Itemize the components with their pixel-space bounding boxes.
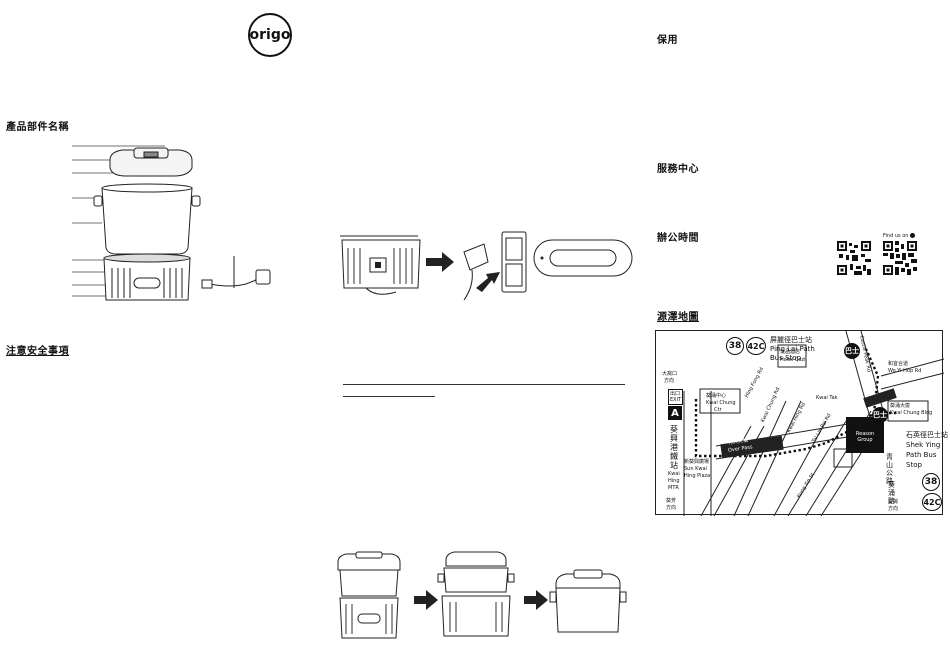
route-42c-text-2: 42C — [923, 497, 941, 507]
hotel-cozi-en: Hotel Cozi — [780, 357, 806, 363]
tsuen-wan-dir: 方向 — [888, 506, 899, 512]
exit-zh: 出口 — [670, 391, 681, 397]
sun-kwai-en1: Sun Kwai — [684, 466, 707, 472]
plug-in-diagram — [340, 231, 633, 301]
location-map[interactable]: 38 42C 屏麗徑巴士站 Ping Lai Path Bus Stop 巴士 … — [655, 330, 948, 517]
ping-lai-en2: Bus Stop — [770, 354, 802, 362]
find-us-label: Find us on — [883, 233, 916, 239]
sun-kwai-en2: Hing Plaza — [684, 473, 711, 479]
parts-heading: 產品部件名稱 — [6, 122, 69, 133]
route-42c-badge: 42C — [746, 337, 766, 355]
shek-ying-zh: 石英徑巴士站 — [906, 431, 948, 439]
reason-group-label: Reason Group — [855, 431, 875, 443]
hours-heading: 辦公時間 — [657, 233, 699, 244]
find-us-text: Find us on — [883, 233, 909, 239]
wo-yi-hop-en: Wo Yi Hop Rd — [888, 368, 922, 374]
exit-a-badge: A — [668, 406, 682, 420]
qr-pattern-icon — [883, 241, 917, 275]
exit-box: 出口 EXIT — [668, 389, 684, 405]
kcc-en1: Kwai Chung — [706, 400, 736, 406]
kwai-chung-bldg: 葵涌大廈 — [890, 403, 911, 409]
route-38-text: 38 — [728, 341, 742, 351]
warranty-heading: 保用 — [657, 35, 678, 46]
kcc-zh: 葵涌中心 — [706, 393, 727, 399]
tai-wo-hau-label: 大窩口 — [662, 371, 678, 377]
kwai-fong-label: 葵芳 — [666, 498, 677, 504]
kwai-hing-zh: 葵興港鐵站 — [670, 425, 678, 470]
route-38-badge: 38 — [726, 337, 744, 355]
bus-stop-ping-lai-icon: 巴士 — [844, 343, 860, 359]
logo-text: origo — [249, 27, 291, 43]
kwai-chung-bldg-en: Kwai Chung Bldg — [890, 410, 933, 416]
ping-lai-zh: 屏麗徑巴士站 — [770, 336, 812, 344]
route-42c-text: 42C — [747, 341, 765, 351]
divider-short — [343, 396, 435, 397]
castle-peak-zh: 青山公路 — [886, 453, 893, 485]
safety-heading: 注意安全事項 — [6, 346, 69, 357]
bus-stop-shek-ying-icon: 巴士 — [872, 407, 888, 423]
shek-ying-en1: Shek Ying — [906, 441, 941, 449]
kwai-chung-rd-zh: 葵涌路 — [888, 481, 895, 505]
shek-ying-en3: Stop — [906, 461, 922, 469]
hotel-cozi-zh: 悅品酒店 — [780, 349, 801, 355]
route-38-badge-2: 38 — [922, 473, 940, 491]
kcc-en2: Ctr — [714, 407, 722, 413]
qr-pattern-icon — [837, 241, 871, 275]
wo-yi-hop-zh: 和宜合道 — [888, 361, 909, 367]
service-heading: 服務中心 — [657, 164, 699, 175]
kwai-hing-en2: Hing — [668, 478, 680, 484]
route-42c-badge-2: 42C — [922, 493, 942, 511]
origo-logo: origo — [248, 13, 292, 57]
map-heading: 源澤地圖 — [657, 312, 699, 323]
route-38-text-2: 38 — [924, 477, 938, 487]
ping-lai-en1: Ping Lai Path — [770, 345, 815, 353]
sun-kwai-zh: 新葵興廣場 — [684, 459, 710, 465]
tai-wo-hau-dir: 方向 — [664, 378, 675, 384]
tsuen-wan-label: 荃灣 — [888, 499, 899, 505]
kwai-hing-en1: Kwai — [668, 471, 680, 477]
kwai-fong-dir: 方向 — [666, 505, 677, 511]
assembly-diagram — [337, 551, 627, 639]
facebook-icon — [910, 233, 916, 238]
qr-code-website-icon[interactable] — [837, 241, 871, 275]
kwai-hing-en3: MTR — [668, 485, 679, 491]
divider-long — [343, 384, 625, 385]
map-roads — [683, 330, 945, 517]
shek-ying-en2: Path Bus — [906, 451, 937, 459]
parts-diagram — [72, 145, 271, 301]
exit-en: EXIT — [670, 397, 682, 403]
qr-code-facebook-icon[interactable] — [883, 241, 917, 275]
kwai-chung-bldg-zh: Kwai Tak — [816, 395, 838, 401]
